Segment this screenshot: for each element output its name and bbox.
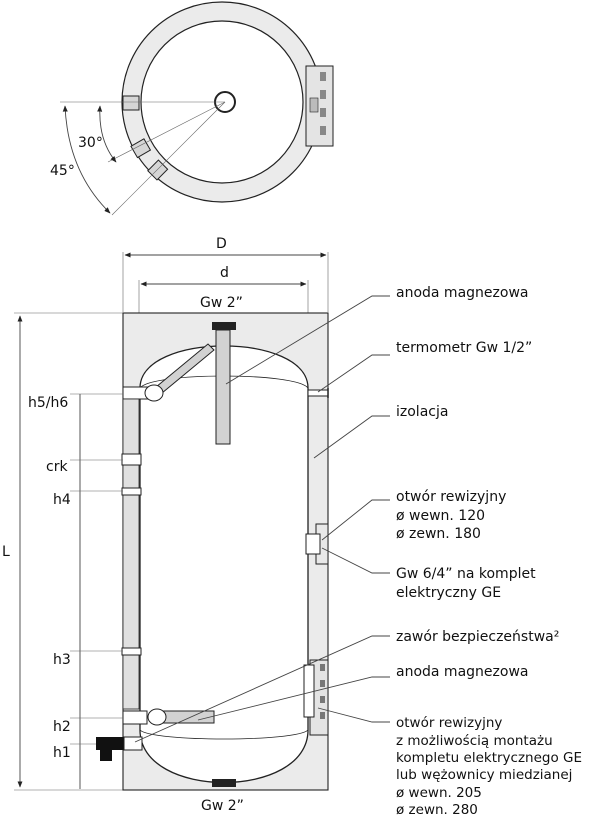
height-marks: h5/h6 crk h4 h3 h2 h1 xyxy=(28,393,123,761)
callout-inspection-lower-line: lub wężownicy miedzianej xyxy=(396,767,572,783)
leader-valve xyxy=(134,635,390,743)
top-outlet xyxy=(212,322,236,330)
nozzle-crk xyxy=(121,453,142,466)
gw-top-label: Gw 2” xyxy=(200,295,243,311)
front-view xyxy=(96,312,329,791)
dimension-d-label: d xyxy=(220,265,229,281)
tank-bottom-seam xyxy=(139,729,309,740)
callout-safety-valve: zawór bezpieczeństwa² xyxy=(396,629,559,645)
nozzle-h3 xyxy=(121,647,142,656)
callout-insulation: izolacja xyxy=(396,404,448,420)
ref-line-30 xyxy=(107,101,226,163)
height-mark-h1: h1 xyxy=(53,745,71,761)
callout-labels: anoda magnezowa termometr Gw 1/2” izolac… xyxy=(396,285,582,818)
nozzle-h1 xyxy=(96,737,124,750)
leader-thermometer xyxy=(317,354,390,393)
nozzle-h1-body xyxy=(123,736,143,751)
top-view-nozzle-30 xyxy=(130,138,152,159)
callout-inspection-lower-line: otwór rewizyjny xyxy=(396,715,502,731)
callout-inspection-lower-line: ø zewn. 280 xyxy=(396,802,478,818)
leader-gw-heater xyxy=(321,547,390,574)
angle-arc-30 xyxy=(97,105,117,163)
dimension-L-label: L xyxy=(2,544,10,560)
height-mark-h4: h4 xyxy=(53,492,71,508)
leader-inspection-lower xyxy=(317,707,390,723)
thermometer-socket xyxy=(307,389,329,397)
callout-gw-heater-line: elektryczny GE xyxy=(396,585,501,601)
top-view-flange-bolt xyxy=(320,90,326,99)
inspection-flange-plate xyxy=(303,664,315,718)
anode-bottom xyxy=(159,710,215,724)
callout-inspection-lower-line: ø wewn. 205 xyxy=(396,785,482,801)
height-mark-h2: h2 xyxy=(53,719,71,735)
leader-anode-bottom xyxy=(197,676,390,721)
top-view-nozzle-0 xyxy=(122,95,140,111)
nozzle-h5h6-cap xyxy=(144,384,164,402)
dimension-D-label: D xyxy=(216,236,227,252)
top-view-flange-bolt xyxy=(320,126,326,135)
top-view-flange-bolt xyxy=(320,108,326,117)
callout-gw-heater-line: Gw 6/4” na komplet xyxy=(396,566,536,582)
nozzle-h4 xyxy=(121,487,142,496)
ref-line-45 xyxy=(111,101,226,216)
height-mark-h5h6: h5/h6 xyxy=(28,395,68,411)
heater-socket xyxy=(305,533,321,555)
callout-inspection-lower-line: z możliwością montażu xyxy=(396,733,553,749)
top-view-flange-boss xyxy=(309,97,319,113)
callout-thermometer: termometr Gw 1/2” xyxy=(396,340,532,356)
inner-pipe xyxy=(122,398,140,710)
height-mark-crk: crk xyxy=(46,459,68,475)
angle-30-label: 30° xyxy=(78,135,103,151)
angle-arc-45 xyxy=(62,105,111,214)
leader-anode-top xyxy=(225,295,390,385)
nozzle-h1-valve xyxy=(100,750,112,761)
top-view: 30° 45° xyxy=(50,1,334,216)
callout-inspection-lower-line: kompletu elektrycznego GE xyxy=(396,750,582,766)
callout-inspection-upper-line: ø wewn. 120 xyxy=(396,508,485,524)
callout-inspection-upper-line: otwór rewizyjny xyxy=(396,489,506,505)
gw-bottom-label: Gw 2” xyxy=(201,798,244,814)
callout-anode-bottom: anoda magnezowa xyxy=(396,664,528,680)
anode-top-vertical xyxy=(215,329,231,445)
leader-inspection-upper xyxy=(321,499,390,541)
top-view-flange-bolt xyxy=(320,72,326,81)
nozzle-h2-cap xyxy=(147,708,167,726)
callout-leaders xyxy=(134,295,390,743)
callout-inspection-upper-line: ø zewn. 180 xyxy=(396,526,481,542)
callout-anode-top: anoda magnezowa xyxy=(396,285,528,301)
height-mark-h3: h3 xyxy=(53,652,71,668)
leader-insulation xyxy=(313,415,390,459)
bottom-outlet xyxy=(212,779,236,787)
angle-45-label: 45° xyxy=(50,163,75,179)
top-view-nozzle-45 xyxy=(147,159,169,181)
nozzle-h2 xyxy=(122,710,148,725)
